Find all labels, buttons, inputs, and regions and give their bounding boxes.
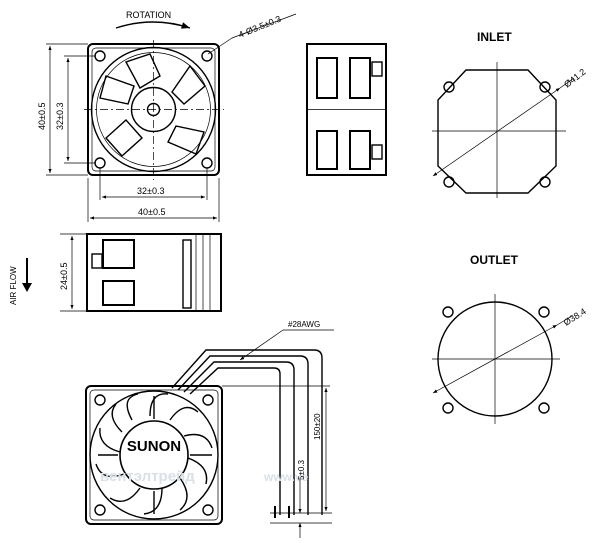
air-flow-arrow-head bbox=[22, 283, 32, 292]
rotation-arrow bbox=[115, 21, 191, 29]
width-32-label: 32±0.3 bbox=[137, 186, 164, 196]
hole-top-left bbox=[94, 50, 106, 62]
wire-4 bbox=[189, 367, 281, 515]
outlet-label: OUTLET bbox=[470, 253, 519, 267]
side-tab-bottom bbox=[371, 144, 383, 160]
bottom-slot-bl bbox=[102, 280, 135, 306]
inlet-hole-bl bbox=[443, 176, 455, 188]
back-shroud bbox=[89, 390, 219, 520]
bottom-slot-tl bbox=[102, 239, 135, 269]
side-slot-tr bbox=[349, 57, 371, 99]
side-slot-bl bbox=[316, 130, 338, 170]
wire-gauge-leader bbox=[239, 329, 284, 361]
impeller-blades bbox=[99, 53, 206, 157]
outlet-diameter-label: Ø38.4 bbox=[562, 306, 588, 327]
side-slot-tl bbox=[316, 57, 338, 99]
back-hole-tr bbox=[202, 394, 214, 406]
inlet-hole-tr bbox=[539, 81, 551, 93]
inlet-diameter-line bbox=[432, 87, 561, 177]
side-tab-top bbox=[371, 61, 383, 77]
hole-leader-ext bbox=[231, 13, 297, 39]
hole-bottom-right bbox=[201, 157, 213, 169]
back-view: SUNON вентэлтрейд www.ve #28AWG 150±20 5… bbox=[85, 320, 334, 538]
rotation-label: ROTATION bbox=[126, 10, 171, 20]
outlet-hole-tl bbox=[442, 306, 454, 318]
bottom-body bbox=[86, 233, 222, 312]
inlet-hole-tl bbox=[443, 81, 455, 93]
wire-1 bbox=[171, 349, 323, 515]
bottom-tab bbox=[91, 253, 103, 269]
outlet-view: OUTLET Ø38.4 bbox=[432, 253, 588, 424]
air-flow-label: AIR FLOW bbox=[9, 266, 18, 305]
hole-leader bbox=[207, 37, 233, 55]
inlet-hole-br bbox=[539, 176, 551, 188]
watermark-right: www.ve bbox=[263, 470, 309, 484]
inlet-diameter-leader bbox=[559, 77, 575, 89]
hole-top-right bbox=[201, 50, 213, 62]
thickness-label: 24±0.5 bbox=[59, 263, 69, 290]
inlet-diameter-label: Ø41.2 bbox=[562, 67, 587, 90]
wire-2 bbox=[177, 355, 309, 515]
back-hole-tl bbox=[94, 394, 106, 406]
back-frame bbox=[85, 385, 223, 525]
inlet-label: INLET bbox=[477, 30, 512, 44]
height-40-label: 40±0.5 bbox=[37, 103, 47, 130]
outlet-diameter-line bbox=[432, 324, 558, 394]
wire-gauge-label: #28AWG bbox=[288, 320, 320, 329]
wire-3 bbox=[183, 361, 295, 515]
outlet-hole-bl bbox=[442, 402, 454, 414]
back-hole-bl bbox=[94, 504, 106, 516]
height-32-label: 32±0.3 bbox=[55, 103, 65, 130]
width-40-label: 40±0.5 bbox=[138, 207, 165, 217]
inlet-view: INLET Ø41.2 bbox=[432, 30, 588, 198]
back-hub bbox=[119, 420, 189, 490]
lead-length-label: 150±20 bbox=[313, 413, 322, 440]
back-hole-br bbox=[202, 504, 214, 516]
back-blades bbox=[95, 393, 213, 515]
hole-bottom-left bbox=[94, 157, 106, 169]
outlet-hole-br bbox=[538, 402, 550, 414]
hole-spec-label: 4-Ø3.5±0.3 bbox=[237, 14, 282, 40]
outlet-diameter-leader bbox=[556, 315, 573, 326]
side-view-right bbox=[306, 43, 387, 176]
side-view-bottom: 24±0.5 AIR FLOW bbox=[9, 233, 222, 312]
side-slot-br bbox=[349, 130, 371, 170]
bottom-connector bbox=[182, 239, 192, 309]
strip-length-label: 5±0.3 bbox=[297, 459, 306, 480]
watermark-left: вентэлтрейд bbox=[100, 468, 195, 485]
outlet-hole-tr bbox=[538, 306, 550, 318]
front-view: ROTATION 4-Ø3.5±0.3 40±0.5 32±0.3 32±0.3… bbox=[37, 10, 297, 222]
brand-label: SUNON bbox=[127, 438, 181, 455]
